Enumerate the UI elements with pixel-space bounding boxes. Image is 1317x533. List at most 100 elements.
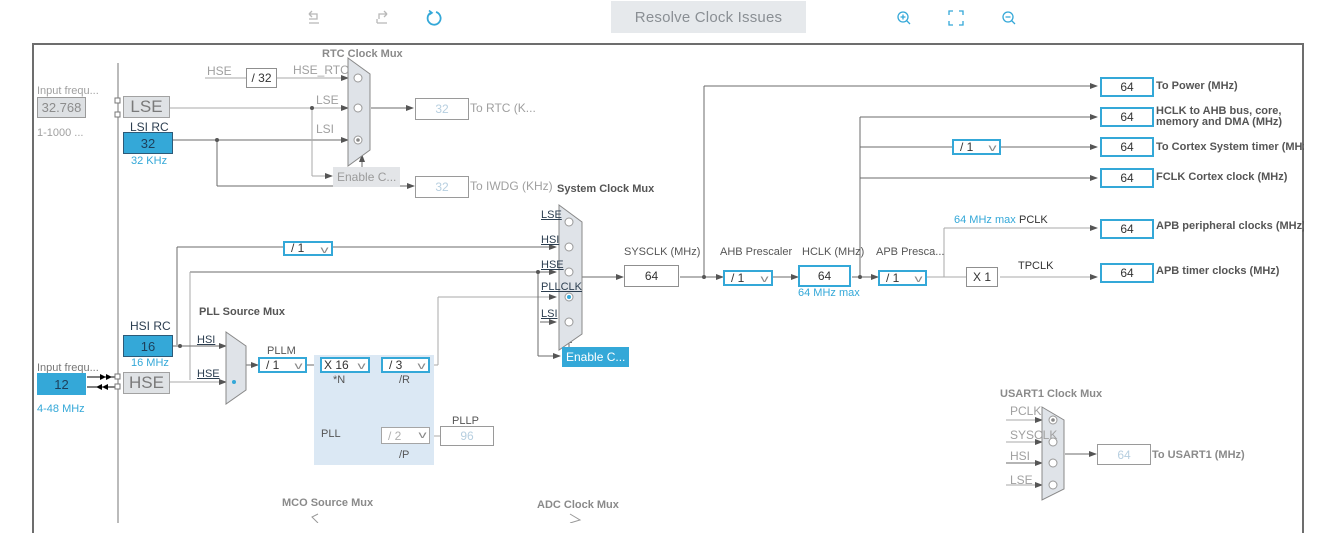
output-fclk-label: FCLK Cortex clock (MHz) [1156,171,1288,183]
apb-prescaler-label: APB Presca... [876,246,945,258]
usart1-output-value: 64 [1097,444,1151,465]
resolve-clock-issues-button[interactable]: Resolve Clock Issues [611,1,806,33]
ahb-prescaler-value: / 1 [731,271,745,285]
hse-range: 4-48 MHz [37,403,85,415]
fit-screen-icon[interactable] [944,6,968,30]
toolbar: Resolve Clock Issues [0,0,1317,40]
iwdg-output-label: To IWDG (KHz) [470,179,553,193]
pllp-output-value: 96 [440,426,494,446]
iwdg-output-value: 32 [415,176,469,198]
zoom-in-icon[interactable] [892,6,916,30]
rtc-enable-button[interactable]: Enable C... [333,167,401,187]
apb-prescaler-value: / 1 [886,271,900,285]
ahb-prescaler-select[interactable]: / 1 v [723,270,773,286]
sysclk-value: 64 [624,265,679,287]
cortex-timer-divider-value: / 1 [960,140,974,154]
hsi-rc-value: 16 [123,335,173,357]
output-cortex-timer-value: 64 [1100,137,1154,157]
pclk-label: PCLK [1019,214,1048,226]
hse-oscillator[interactable]: HSE [123,372,170,394]
rtc-hse-label: HSE [207,64,232,78]
output-hclk-label: HCLK to AHB bus, core, memory and DMA (M… [1156,106,1283,128]
usart1-input-sysclk: SYSCLK [1010,428,1058,442]
hsi-divider-select[interactable]: / 1 v [283,241,333,256]
rtc-output-label: To RTC (K... [470,101,536,115]
usart1-input-pclk: PCLK [1010,404,1042,418]
chevron-down-icon: v [418,430,427,441]
pllm-label: PLLM [267,345,296,357]
rtc-lsi-label: LSI [316,122,335,136]
plln-label: *N [333,374,346,386]
chevron-down-icon: v [294,361,303,372]
hclk-max: 64 MHz max [798,287,860,299]
lse-oscillator[interactable]: LSE [123,96,170,118]
rtc-lse-label: LSE [316,93,339,107]
pll-src-hse: HSE [197,368,220,380]
hse-input-label: Input frequ... [37,362,99,374]
refresh-icon[interactable] [422,6,446,30]
output-apb-timer-label: APB timer clocks (MHz) [1156,265,1280,277]
lse-input-frequency[interactable]: 32.768 [37,97,86,118]
usart1-output-label: To USART1 (MHz) [1152,449,1245,461]
apb-prescaler-select[interactable]: / 1 v [878,270,927,286]
output-apb-periph-value: 64 [1100,219,1154,239]
rtc-hse-divider: / 32 [246,68,277,88]
hsi-unit: 16 MHz [131,357,169,369]
pllp-div-label: /P [399,449,410,461]
ahb-prescaler-label: AHB Prescaler [720,246,793,258]
chevron-down-icon: v [320,245,329,256]
system-clock-mux [558,204,583,351]
lsi-title: LSI RC [130,120,169,134]
pllp-div-value: / 2 [388,428,402,443]
pllr-label: /R [399,374,410,386]
output-power-value: 64 [1100,77,1154,97]
zoom-out-icon[interactable] [997,6,1021,30]
chevron-down-icon: v [417,361,426,372]
lse-range: 1-1000 ... [37,127,84,139]
rtc-hse-rtc-label: HSE_RTC [293,63,349,77]
chevron-down-icon: v [760,274,769,285]
apb-timer-multiplier: X 1 [966,267,998,287]
redo-icon[interactable] [370,6,394,30]
pllp-select[interactable]: / 2 v [381,427,430,444]
sysclk-enable-button[interactable]: Enable C... [562,347,630,367]
hclk-label: HCLK (MHz) [802,246,865,258]
hsi-divider-value: / 1 [291,241,305,255]
tpclk-label: TPCLK [1018,260,1054,272]
sysmux-input-pllclk: PLLCLK [541,281,582,293]
chevron-down-icon: v [914,274,923,285]
pll-source-mux-title: PLL Source Mux [199,306,285,318]
clock-config-canvas [32,43,1304,533]
sysmux-input-lsi: LSI [541,308,558,320]
adc-clock-mux-title: ADC Clock Mux [537,499,619,511]
rtc-mux-title: RTC Clock Mux [322,48,403,60]
mco-source-mux-title: MCO Source Mux [282,497,374,509]
usart1-mux-title: USART1 Clock Mux [1000,388,1103,400]
output-power-label: To Power (MHz) [1156,80,1238,92]
lsi-rc-value: 32 [123,132,173,154]
output-apb-timer-value: 64 [1100,263,1154,283]
hclk-value[interactable]: 64 [798,265,851,287]
pll-block-label: PLL [321,428,341,440]
hse-input-frequency[interactable]: 12 [37,373,86,395]
pclk-max: 64 MHz max [954,214,1016,226]
pll-src-hsi: HSI [197,334,216,346]
usart1-input-lse: LSE [1010,473,1033,487]
sysmux-input-hsi: HSI [541,234,560,246]
output-apb-periph-label: APB peripheral clocks (MHz) [1156,220,1304,232]
undo-icon[interactable] [302,6,326,30]
chevron-down-icon: v [357,361,366,372]
hsi-title: HSI RC [130,319,171,333]
lse-input-label: Input frequ... [37,85,99,97]
lsi-unit: 32 KHz [131,155,168,167]
pll-block [314,355,434,465]
output-fclk-value: 64 [1100,168,1154,188]
usart1-clock-mux [1041,406,1065,501]
system-clock-mux-title: System Clock Mux [557,183,655,195]
pllp-label: PLLP [452,415,479,427]
